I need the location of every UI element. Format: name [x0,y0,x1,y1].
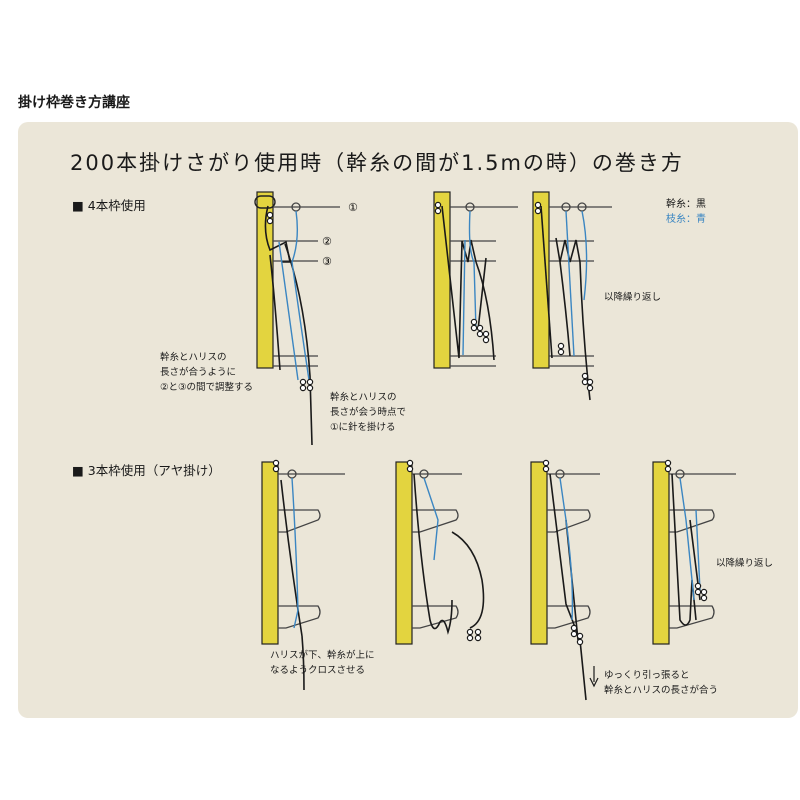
main-line [264,205,313,446]
note-pull: ゆっくり引っ張ると 幹糸とハリスの長さが合う [604,668,718,698]
figure-3frame-step2 [395,459,485,645]
legend-branch-line: 枝糸：青 [666,214,706,225]
section-title-3-frame: ■ 3本枠使用（アヤ掛け） [72,463,221,478]
note-hook-line-3: ①に針を掛ける [330,422,396,433]
branch-line [278,210,310,381]
figure-4frame-step3 [532,191,612,401]
legend: 幹糸：黒 枝糸：青 [666,197,706,227]
note-hook-line-1: 幹糸とハリスの [330,392,397,403]
note-cross: ハリスが下、幹糸が上に なるようクロスさせる [270,648,375,678]
figure-4frame-step2 [433,191,518,369]
figure-4frame-step1: ① ② ③ [254,191,358,446]
note-repeat-section1: 以降繰り返し [604,292,662,303]
section-title-4-frame: ■ 4本枠使用 [72,198,146,213]
note-cross-line-1: ハリスが下、幹糸が上に [270,650,375,661]
marker-2: ② [322,235,332,248]
note-adjust-line-2: 長さが合うように [160,367,237,378]
figure-3frame-step3 [530,459,600,701]
figure-3frame-step1 [261,459,345,691]
note-hook-needle: 幹糸とハリスの 長さが会う時点で ①に針を掛ける [330,390,406,435]
marker-3: ③ [322,255,332,268]
marker-1: ① [348,201,358,214]
note-cross-line-2: なるようクロスさせる [270,665,366,676]
note-adjust-line-1: 幹糸とハリスの [160,352,227,363]
note-pull-line-1: ゆっくり引っ張ると [604,670,690,681]
note-adjust-line-3: ②と③の間で調整する [160,382,254,393]
page-title: 掛け枠巻き方講座 [18,95,130,111]
note-pull-line-2: 幹糸とハリスの長さが合う [604,685,719,696]
legend-main-line: 幹糸：黒 [666,199,706,210]
note-adjust-length: 幹糸とハリスの 長さが合うように ②と③の間で調整する [160,350,253,395]
note-hook-line-2: 長さが会う時点で [330,407,407,418]
note-repeat-section2: 以降繰り返し [716,558,774,569]
diagram-title: 200本掛けさがり使用時（幹糸の間が1.5mの時）の巻き方 [70,151,684,175]
figure-3frame-step4 [652,459,736,645]
